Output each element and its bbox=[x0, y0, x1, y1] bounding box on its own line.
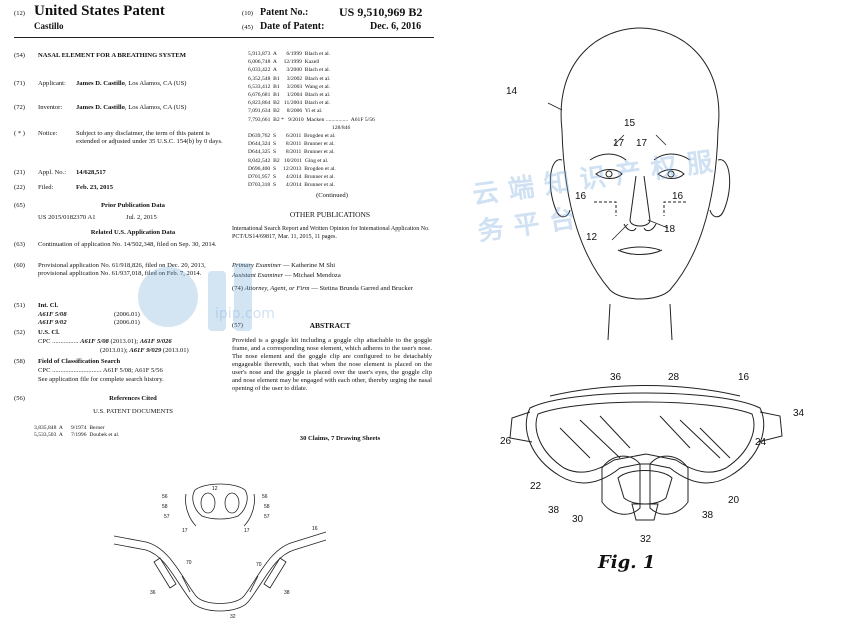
abstract-code: (57) bbox=[232, 322, 243, 330]
reference-numeral: 15 bbox=[624, 118, 636, 129]
reference-row: 6,533,412 B1 3/2003 Wang et al. bbox=[248, 83, 331, 90]
reference-numeral: 12 bbox=[212, 486, 218, 492]
code-45: (45) bbox=[242, 24, 253, 31]
us-patent-docs-title: U.S. PATENT DOCUMENTS bbox=[93, 408, 173, 415]
inventor-short: Castillo bbox=[34, 21, 64, 31]
reference-numeral: 38 bbox=[284, 590, 290, 596]
reference-numeral: 34 bbox=[793, 408, 805, 419]
reference-numeral: 57 bbox=[164, 514, 170, 520]
continued-note: (Continued) bbox=[316, 192, 348, 199]
reference-numeral: 17 bbox=[244, 528, 250, 534]
patent-date: Dec. 6, 2016 bbox=[370, 21, 422, 32]
claims-summary: 30 Claims, 7 Drawing Sheets bbox=[299, 435, 381, 442]
reference-numeral: 56 bbox=[262, 494, 268, 500]
watermark-logo bbox=[138, 263, 252, 331]
abstract-text: Provided is a goggle kit including a gog… bbox=[232, 337, 432, 392]
abstract-title: ABSTRACT bbox=[309, 321, 351, 330]
reference-row: D644,324 S 8/2011 Brunner et al. bbox=[248, 141, 335, 148]
reference-numeral: 24 bbox=[755, 437, 767, 448]
reference-numeral: 18 bbox=[664, 224, 676, 235]
reference-numeral: 17 bbox=[182, 528, 188, 534]
field-notice: ( * ) Notice: Subject to any disclaimer,… bbox=[14, 130, 223, 145]
reference-row: 128/846 bbox=[248, 124, 351, 131]
reference-numeral: 57 bbox=[264, 514, 270, 520]
reference-numeral: 22 bbox=[530, 481, 542, 492]
reference-numeral: 16 bbox=[738, 372, 750, 383]
reference-numeral: 14 bbox=[506, 86, 518, 97]
reference-numeral: 26 bbox=[500, 436, 512, 447]
reference-row: 6,352,548 B1 3/2002 Blach et al. bbox=[248, 75, 331, 82]
goggle-drawing bbox=[509, 385, 783, 521]
reference-row: 6,006,748 A 12/1999 Kazell bbox=[248, 59, 320, 66]
reference-numeral: 12 bbox=[586, 232, 598, 243]
attorney: (74) Attorney, Agent, or Firm — Stetina … bbox=[232, 285, 413, 292]
reference-row: 7,793,661 B2 * 9/2010 Macken ...........… bbox=[248, 116, 375, 123]
code-10: (10) bbox=[242, 10, 253, 17]
ref-left-2: 5,533,503 A 7/1996 Doubek et al. bbox=[34, 432, 120, 438]
primary-examiner: Primary Examiner — Katherine M Shi bbox=[232, 262, 336, 269]
int-cl-1-year: (2006.01) bbox=[114, 311, 140, 318]
reference-row: D696,400 S 12/2013 Brogden et al. bbox=[248, 165, 336, 172]
reference-numeral: 17 bbox=[613, 138, 625, 149]
reference-row: 8,042,542 B2 10/2011 Ging et al. bbox=[248, 157, 329, 164]
other-pubs-title: OTHER PUBLICATIONS bbox=[289, 210, 371, 219]
us-cl-line-1: CPC ................ A61F 5/08 (2013.01)… bbox=[38, 338, 172, 345]
other-pubs-text: International Search Report and Written … bbox=[232, 226, 430, 240]
reference-numeral: 17 bbox=[636, 138, 648, 149]
date-label: Date of Patent: bbox=[260, 21, 325, 32]
reference-numeral: 70 bbox=[186, 560, 192, 566]
patent-no-label: Patent No.: bbox=[260, 7, 309, 18]
reference-numeral: 70 bbox=[256, 562, 262, 568]
reference-numeral: 16 bbox=[575, 191, 587, 202]
int-cl-2: A61F 9/02 bbox=[38, 319, 67, 326]
reference-numeral: 38 bbox=[548, 505, 560, 516]
reference-row: 6,823,864 B2 11/2004 Blach et al. bbox=[248, 100, 331, 107]
reference-row: D701,957 S 4/2014 Brunner et al. bbox=[248, 174, 335, 180]
reference-numeral: 32 bbox=[230, 614, 236, 620]
reference-numeral: 32 bbox=[640, 534, 652, 545]
invention-title: NASAL ELEMENT FOR A BREATHING SYSTEM bbox=[38, 52, 186, 59]
reference-numeral: 36 bbox=[150, 590, 156, 596]
reference-numeral: 30 bbox=[572, 514, 584, 525]
figure-caption: Fig. 1 bbox=[598, 552, 656, 573]
reference-numeral: 58 bbox=[264, 504, 270, 510]
prior-pub-date: Jul. 2, 2015 bbox=[126, 214, 157, 221]
prior-pub-number: US 2015/0182370 A1 bbox=[38, 214, 96, 221]
reference-numeral: 56 bbox=[162, 494, 168, 500]
field-search-cpc: CPC .............................. A61F … bbox=[38, 367, 163, 374]
reference-row: 6,033,422 A 3/2000 Blach et al. bbox=[248, 67, 331, 74]
reference-numeral: 28 bbox=[668, 372, 680, 383]
int-cl-1: A61F 5/08 bbox=[38, 311, 67, 318]
reference-numeral: 58 bbox=[162, 504, 168, 510]
cross-section-drawing bbox=[113, 483, 327, 612]
field-search-see: See application file for complete search… bbox=[38, 376, 164, 383]
patent-type-title: United States Patent bbox=[34, 3, 165, 19]
reference-row: D639,762 S 6/2011 Brogden et al. bbox=[248, 133, 336, 139]
reference-row: 7,091,634 B2 8/2006 Yi et al. bbox=[248, 108, 323, 115]
assistant-examiner: Assistant Examiner — Michael Mendoza bbox=[232, 272, 341, 279]
us-cl-line-2: (2013.01); A61F 9/029 (2013.01) bbox=[100, 347, 189, 354]
reference-numeral: 36 bbox=[610, 372, 622, 383]
watermark-site: ipip.com bbox=[215, 306, 275, 322]
reference-row: 6,676,681 B1 1/2004 Blach et al. bbox=[248, 92, 331, 98]
reference-numeral: 38 bbox=[702, 510, 714, 521]
reference-row: D703,318 S 4/2014 Brunner et al. bbox=[248, 182, 335, 189]
ref-left-1: 3,835,848 A 9/1974 Berner bbox=[34, 425, 105, 431]
reference-row: D644,325 S 8/2011 Brunner et al. bbox=[248, 149, 335, 156]
reference-numeral: 16 bbox=[672, 191, 684, 202]
reference-row: 5,913,873 A 6/1999 Blach et al. bbox=[248, 51, 331, 57]
reference-numeral: 20 bbox=[728, 495, 740, 506]
related-data-title: Related U.S. Application Data bbox=[90, 229, 176, 236]
patent-no: US 9,510,969 B2 bbox=[339, 5, 423, 19]
code-12: (12) bbox=[14, 10, 25, 17]
reference-numeral: 16 bbox=[312, 526, 318, 532]
face-drawing bbox=[547, 27, 731, 340]
header-rule bbox=[14, 37, 434, 38]
int-cl-2-year: (2006.01) bbox=[114, 319, 140, 326]
